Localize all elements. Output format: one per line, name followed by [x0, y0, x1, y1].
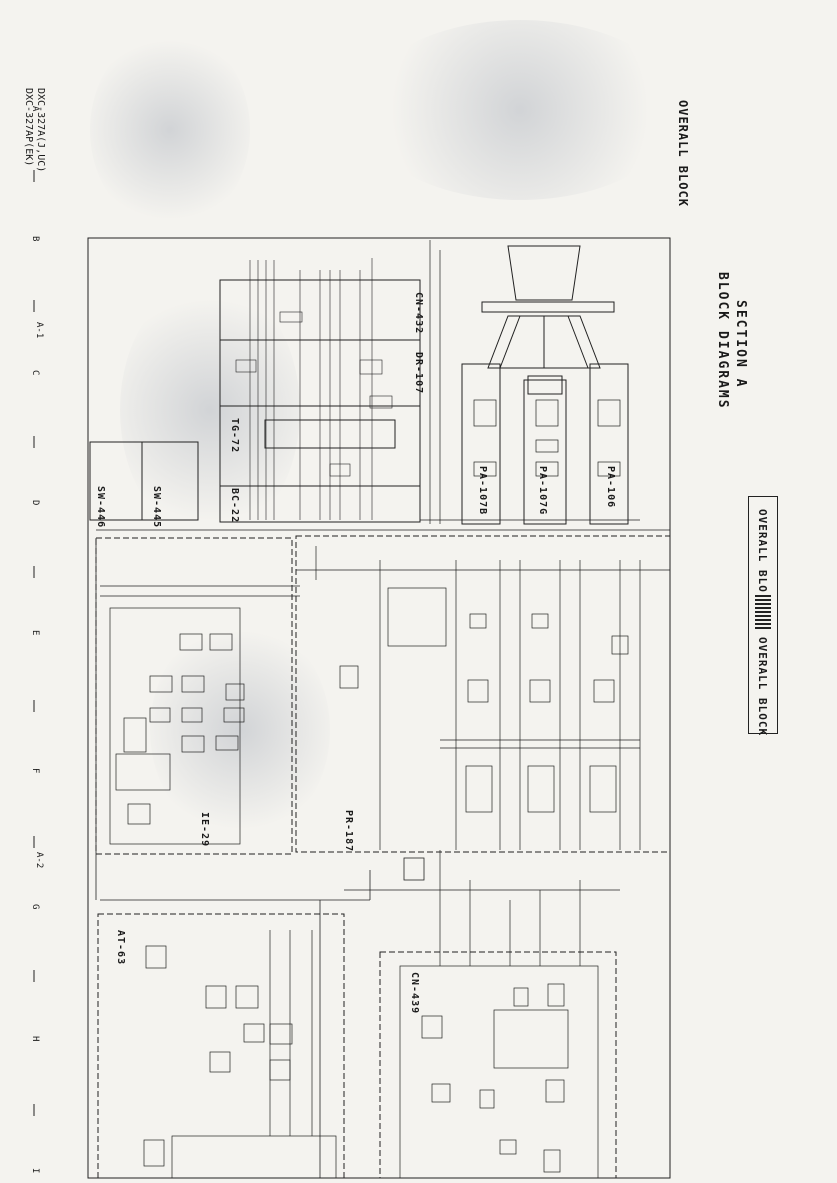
label-at63: AT-63 — [115, 930, 126, 966]
block-pr187 — [295, 535, 671, 853]
block-ie29 — [95, 537, 293, 855]
block-sw445 — [141, 441, 199, 521]
block-pa106 — [589, 363, 629, 525]
block-pa107b — [461, 363, 501, 525]
paper-stain — [120, 280, 300, 540]
label-dr107: DR-107 — [413, 352, 424, 395]
section-tab: OVERALL BLOCK OVERALL BLOCK — [748, 496, 778, 736]
outer-frame — [87, 237, 671, 1179]
tab-hatch-bar — [755, 593, 771, 629]
block-pa107g — [523, 379, 567, 525]
label-sw445: SW-445 — [151, 486, 162, 529]
label-pa107b: PA-107B — [477, 466, 488, 516]
label-cn439: CN-439 — [409, 972, 420, 1015]
block-at63 — [97, 913, 345, 1179]
label-pa106: PA-106 — [605, 466, 616, 509]
label-tg72: TG-72 — [229, 418, 240, 454]
paper-stain — [360, 20, 680, 200]
label-ie29: IE-29 — [199, 812, 210, 848]
prism-group — [481, 245, 615, 395]
label-pa107g: PA-107G — [537, 466, 548, 516]
label-pr187: PR-187 — [343, 810, 354, 853]
paper-stain — [90, 30, 250, 230]
label-bc22: BC-22 — [229, 488, 240, 524]
label-cn432: CN-432 — [413, 292, 424, 335]
label-sw446: SW-446 — [95, 486, 106, 529]
